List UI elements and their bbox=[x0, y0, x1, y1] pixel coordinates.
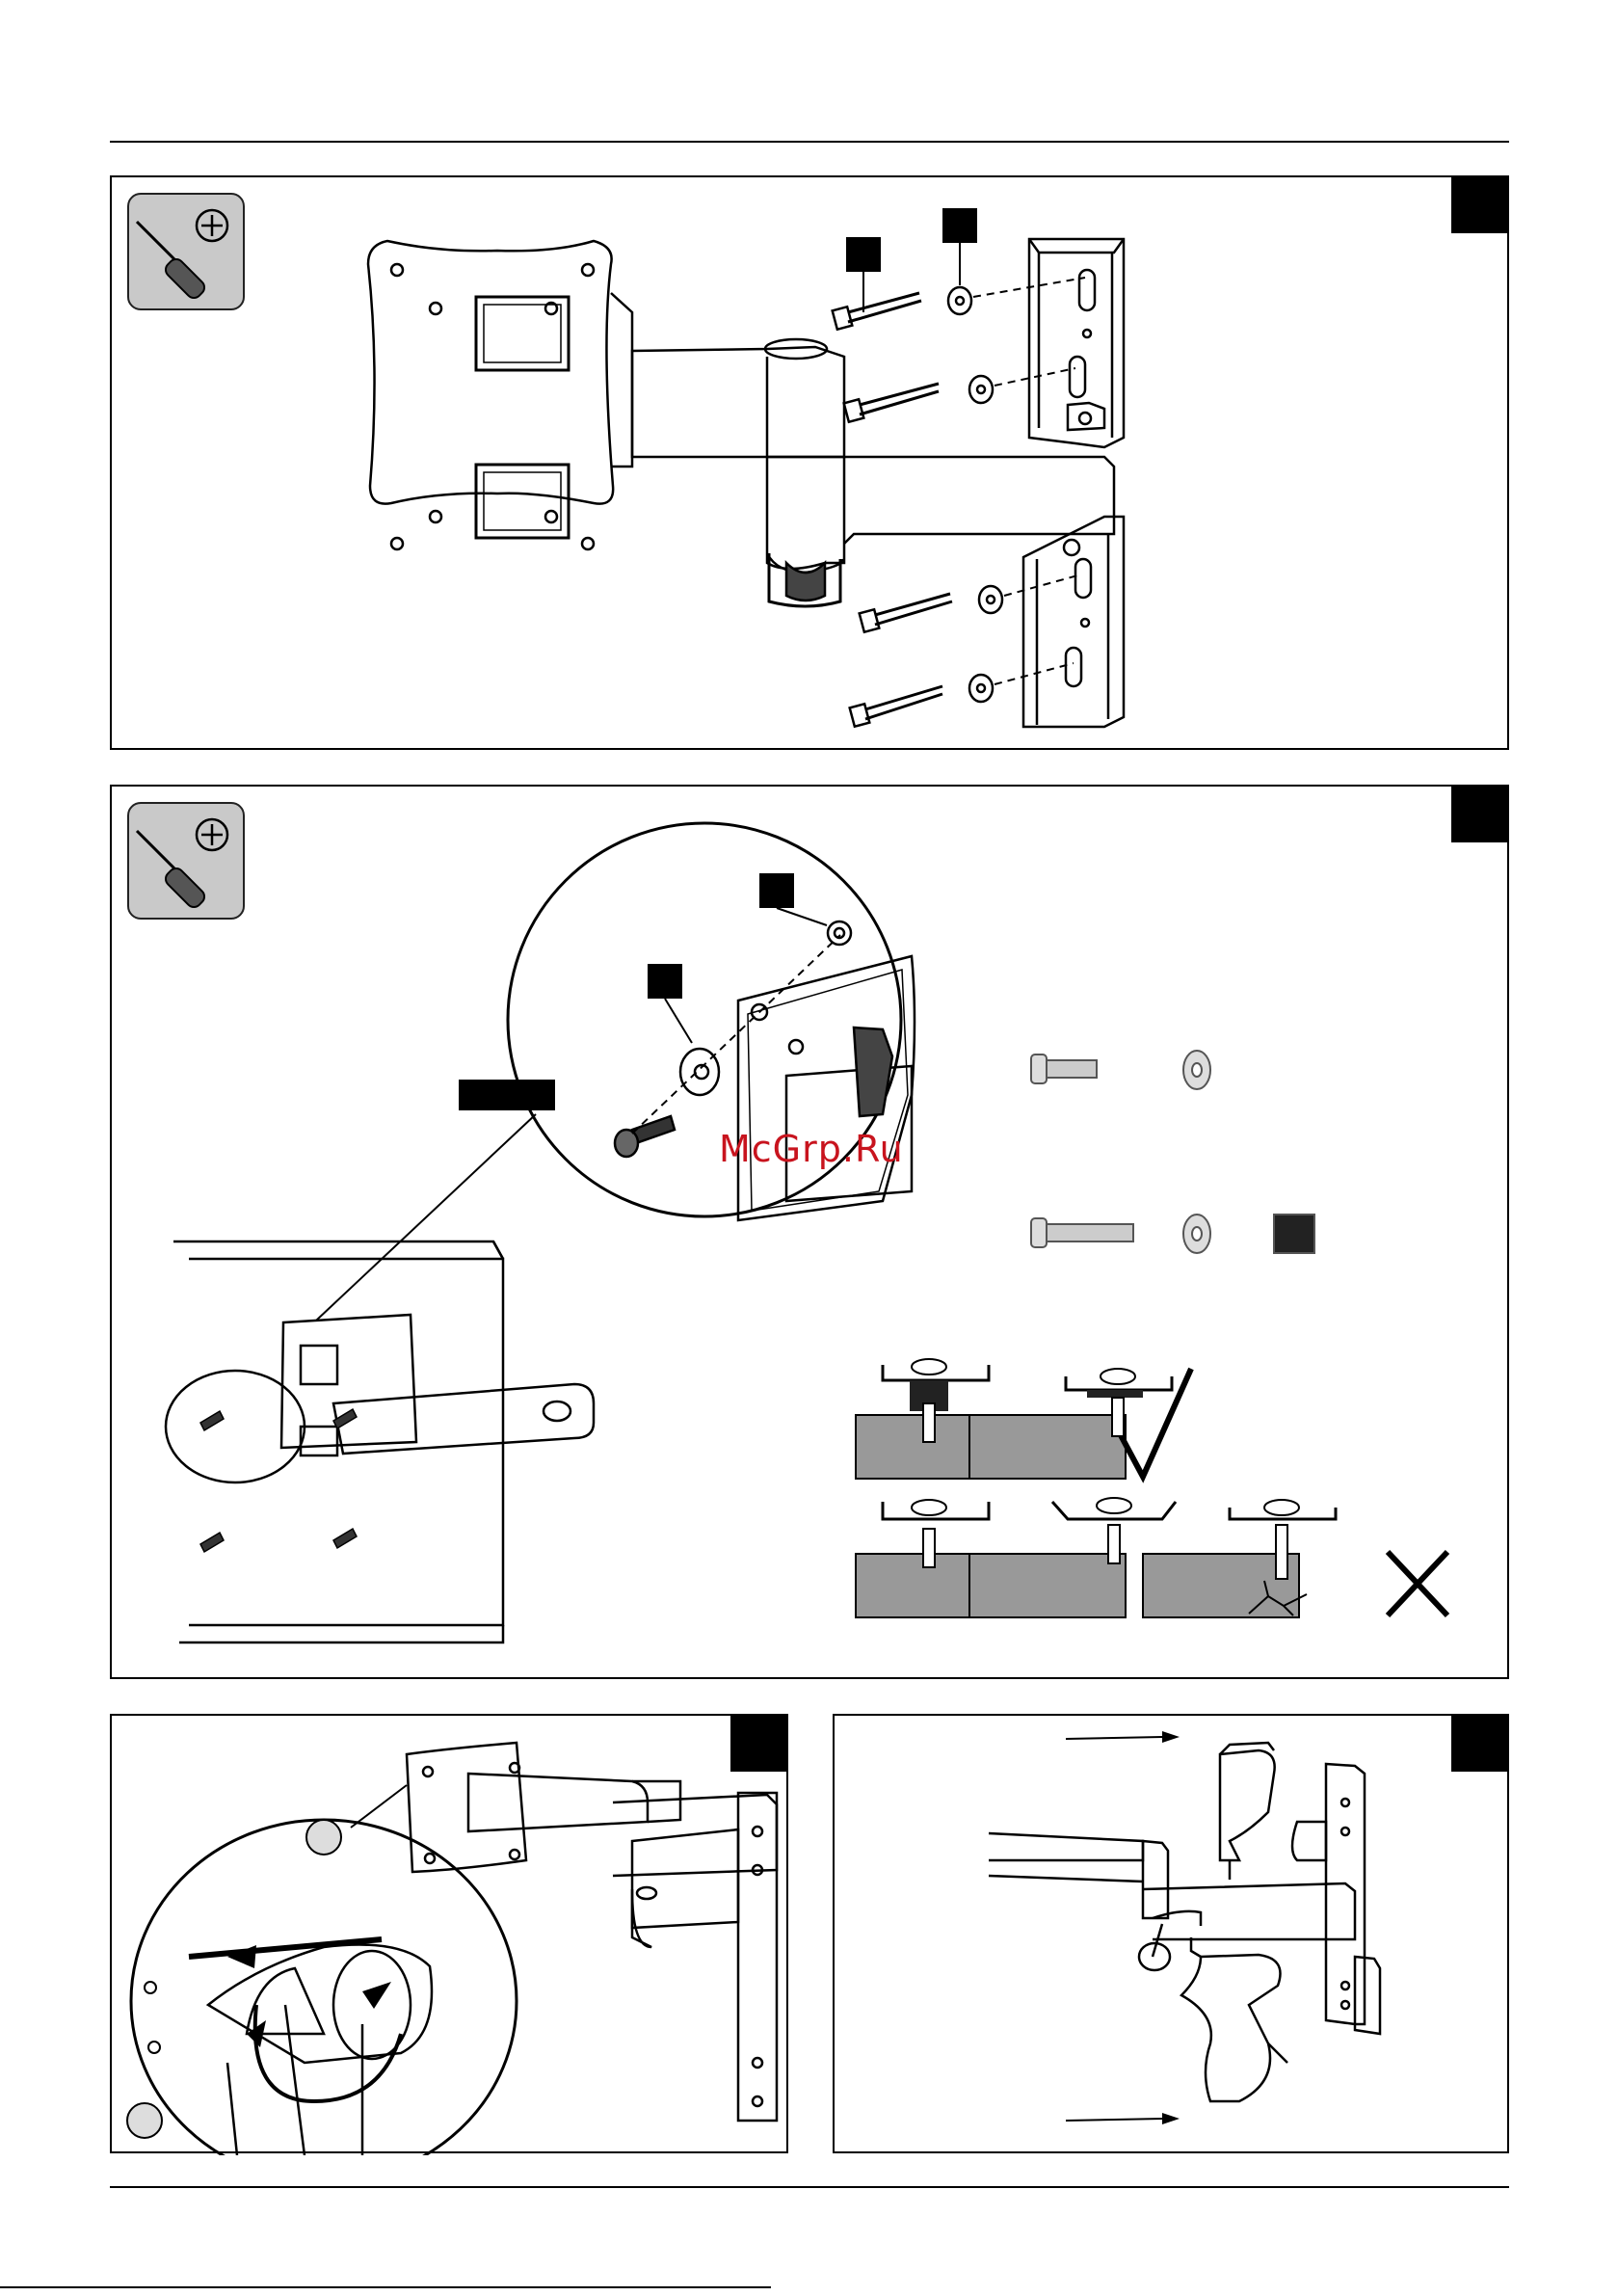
watermark-text: McGrp.Ru bbox=[719, 1128, 904, 1170]
bottom-rule bbox=[110, 2186, 1509, 2188]
panel-tilt-adjust bbox=[110, 1714, 788, 2153]
tilt-adjust-diagram bbox=[112, 1716, 790, 2155]
wall-mount-diagram bbox=[112, 177, 1511, 752]
panel-cover-clips bbox=[833, 1714, 1509, 2153]
vesa-mount-diagram bbox=[112, 787, 1511, 1681]
top-rule bbox=[110, 141, 1509, 143]
cover-clips-diagram bbox=[835, 1716, 1511, 2155]
panel-vesa-mounting: McGrp.Ru bbox=[110, 785, 1509, 1679]
footer-rule bbox=[0, 2286, 771, 2288]
panel-wall-mounting bbox=[110, 175, 1509, 750]
